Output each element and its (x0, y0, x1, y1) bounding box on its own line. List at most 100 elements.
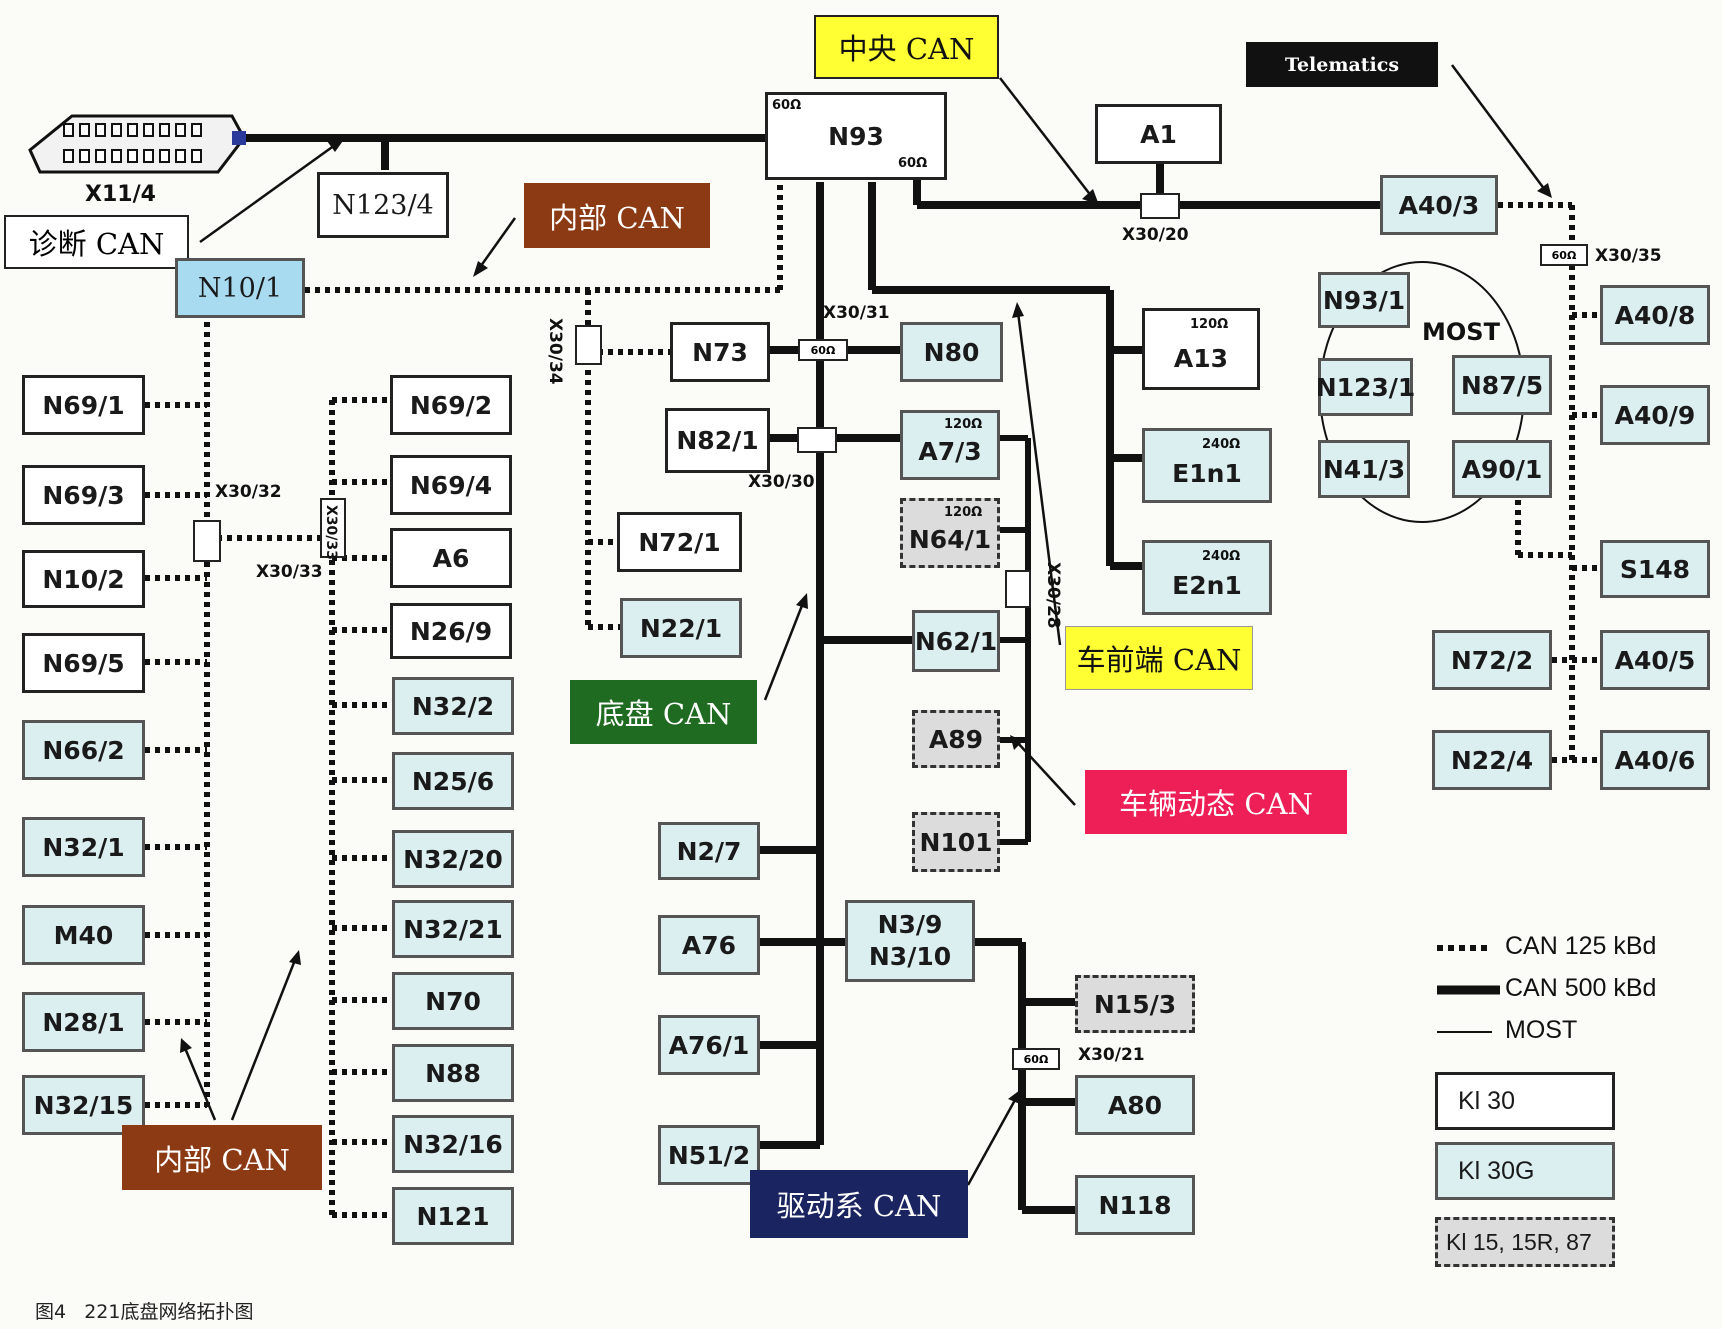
junction-x30-20 (1140, 193, 1180, 219)
module-N41-3: N41/3 (1318, 440, 1410, 498)
module-N93-1: N93/1 (1318, 272, 1410, 328)
module-N80: N80 (900, 322, 1003, 382)
junction-label-x30-21: X30/21 (1078, 1045, 1145, 1065)
module-A13: A13 (1142, 308, 1260, 390)
bus-label-chassis-can: 底盘 CAN (570, 680, 757, 744)
module-N32-1: N32/1 (22, 817, 145, 877)
module-N32-2: N32/2 (392, 677, 514, 735)
resistor-x30-21: 60Ω (1012, 1048, 1060, 1070)
module-N123-1: N123/1 (1316, 358, 1415, 416)
resistor-e1n1: 240Ω (1202, 437, 1241, 452)
module-A40-5: A40/5 (1600, 630, 1710, 690)
module-A40-9: A40/9 (1600, 385, 1710, 445)
module-N10-1: N10/1 (175, 258, 305, 318)
connector-label: X11/4 (85, 182, 156, 207)
module-N93: N93 (765, 92, 947, 180)
resistor-a13: 120Ω (1190, 317, 1229, 332)
module-A90-1: A90/1 (1452, 440, 1552, 498)
module-N72-2: N72/2 (1432, 630, 1552, 690)
resistor-e2n1: 240Ω (1202, 549, 1241, 564)
module-N3-9-N3-10: N3/9 N3/10 (845, 900, 975, 982)
module-A40-8: A40/8 (1600, 285, 1710, 345)
bus-label-internal-can-bottom: 内部 CAN (122, 1125, 322, 1190)
resistor-x30-31: 60Ω (798, 339, 848, 361)
resistor-n93-right: 60Ω (898, 156, 928, 171)
junction-x30-33 (320, 498, 346, 558)
bus-label-drive-can: 驱动系 CAN (750, 1170, 968, 1238)
module-N66-2: N66/2 (22, 720, 145, 780)
module-N82-1: N82/1 (665, 408, 770, 473)
module-N69-4: N69/4 (390, 455, 512, 515)
bus-label-dynamics-can: 车辆动态 CAN (1085, 770, 1347, 834)
junction-label-x30-33-vertical: X30/33 (323, 505, 339, 560)
module-N32-20: N32/20 (392, 830, 514, 888)
junction-label-x30-31: X30/31 (823, 303, 890, 323)
module-A7-3: A7/3 (900, 410, 1000, 480)
legend-most: MOST (1505, 1016, 1578, 1044)
module-M40: M40 (22, 905, 145, 965)
module-N32-16: N32/16 (392, 1115, 514, 1173)
module-A40-6: A40/6 (1600, 730, 1710, 790)
module-A76-1: A76/1 (658, 1015, 760, 1075)
bus-label-telematics: Telematics (1246, 42, 1438, 87)
obd-connector-icon (28, 114, 246, 174)
module-A1: A1 (1095, 104, 1222, 164)
module-N123-4: N123/4 (317, 172, 449, 238)
module-N32-21: N32/21 (392, 900, 514, 958)
module-A89: A89 (912, 710, 1000, 768)
caption-text: 221底盘网络拓扑图 (84, 1301, 254, 1323)
junction-label-x30-33: X30/33 (256, 562, 323, 582)
resistor-a7-3: 120Ω (944, 417, 983, 432)
module-E2n1: E2n1 (1142, 540, 1272, 615)
module-N69-5: N69/5 (22, 633, 145, 693)
module-N10-2: N10/2 (22, 550, 145, 608)
module-N22-1: N22/1 (620, 598, 742, 658)
module-N72-1: N72/1 (617, 512, 742, 572)
module-N69-3: N69/3 (22, 465, 145, 525)
module-N70: N70 (392, 972, 514, 1030)
junction-x30-32 (193, 520, 221, 562)
module-N88: N88 (392, 1044, 514, 1102)
module-A76: A76 (658, 915, 760, 975)
figure-caption: 图4 221底盘网络拓扑图 (35, 1297, 253, 1324)
legend-kl30g: Kl 30G (1435, 1142, 1615, 1200)
junction-x30-30 (797, 427, 837, 453)
legend-can125: CAN 125 kBd (1505, 932, 1657, 960)
module-N101: N101 (912, 812, 1000, 872)
module-N3-10: N3/10 (868, 942, 952, 971)
module-N28-1: N28/1 (22, 992, 145, 1052)
module-A80: A80 (1075, 1075, 1195, 1135)
module-E1n1: E1n1 (1142, 428, 1272, 503)
junction-label-x30-30: X30/30 (748, 472, 815, 492)
caption-prefix: 图4 (35, 1301, 67, 1323)
module-N64-1: N64/1 (900, 498, 1000, 568)
bus-label-internal-can-top: 内部 CAN (524, 183, 710, 248)
module-N2-7: N2/7 (658, 822, 760, 880)
module-N26-9: N26/9 (390, 603, 512, 659)
module-S148: S148 (1600, 540, 1710, 598)
module-A40-3: A40/3 (1380, 175, 1498, 235)
junction-label-x30-20: X30/20 (1122, 225, 1189, 245)
resistor-n93-left: 60Ω (772, 98, 802, 113)
bus-label-diag-can: 诊断 CAN (4, 215, 189, 269)
legend-kl30: Kl 30 (1435, 1072, 1615, 1130)
module-N22-4: N22/4 (1432, 730, 1552, 790)
resistor-x30-35: 60Ω (1540, 244, 1588, 266)
junction-label-x30-35: X30/35 (1595, 246, 1662, 266)
ring-label-most: MOST (1422, 318, 1500, 346)
junction-label-x30-32: X30/32 (215, 482, 282, 502)
legend-samples (1437, 945, 1500, 1033)
module-N51-2: N51/2 (658, 1125, 760, 1185)
module-N73: N73 (670, 322, 770, 382)
junction-x30-28 (1005, 570, 1031, 608)
bus-label-front-can: 车前端 CAN (1065, 626, 1253, 690)
junction-label-x30-34: X30/34 (545, 318, 565, 385)
module-N25-6: N25/6 (392, 752, 514, 810)
module-N118: N118 (1075, 1175, 1195, 1235)
module-N69-1: N69/1 (22, 375, 145, 435)
resistor-n64-1: 120Ω (944, 505, 983, 520)
module-A6: A6 (390, 528, 512, 588)
module-N15-3: N15/3 (1075, 975, 1195, 1033)
junction-x30-34 (575, 325, 602, 365)
